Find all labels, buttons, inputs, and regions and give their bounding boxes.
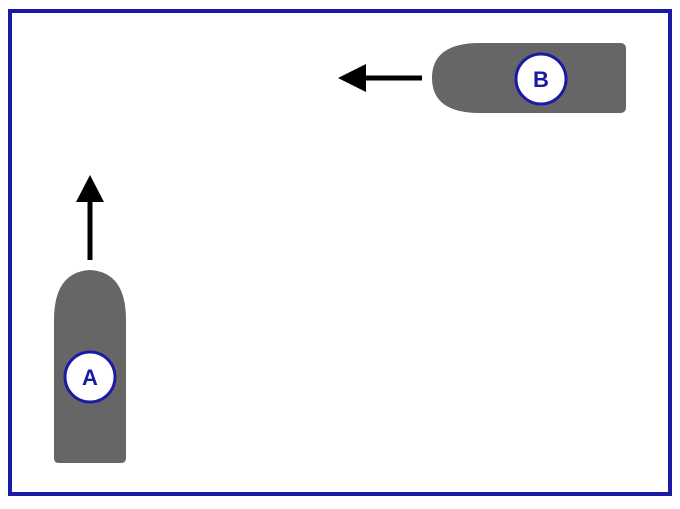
vessel-a: A xyxy=(54,270,126,463)
arrow-left-head xyxy=(338,64,366,92)
vessel-b-label-badge xyxy=(514,52,568,106)
arrow-up-head xyxy=(76,175,104,202)
arrow-up-icon xyxy=(76,175,104,260)
vessel-a-label: A xyxy=(82,365,98,390)
vessel-b: B xyxy=(432,43,626,113)
vessel-b-label: B xyxy=(533,67,549,92)
arrow-left-icon xyxy=(338,64,422,92)
vessel-a-label-badge xyxy=(63,350,117,404)
